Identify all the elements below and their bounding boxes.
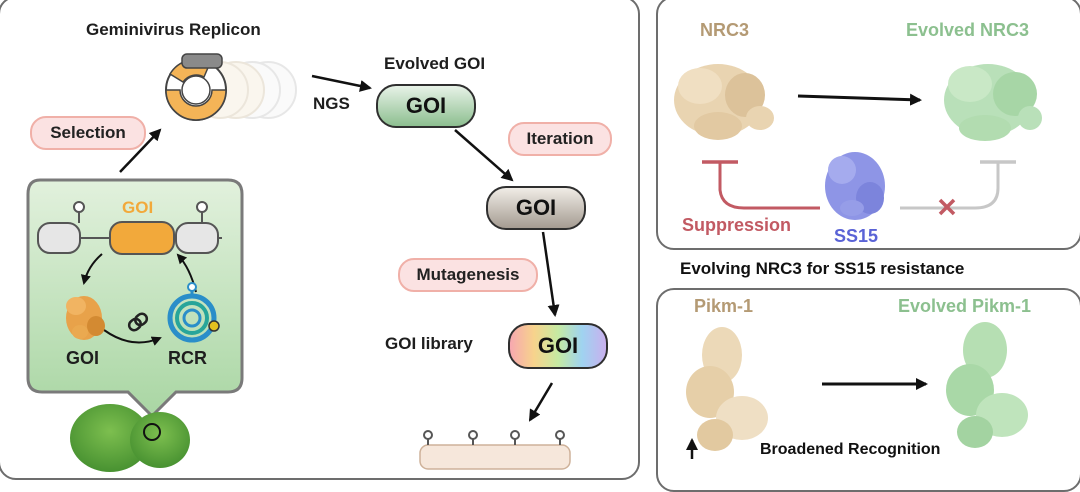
nrc3-label: NRC3 <box>700 20 750 40</box>
iteration-goi-pill: GOI <box>486 186 586 230</box>
nrc3-caption: Evolving NRC3 for SS15 resistance <box>680 259 965 278</box>
evolved-pikm-protein <box>946 322 1028 448</box>
ss15-protein <box>825 152 885 220</box>
mutagenesis-label: Mutagenesis <box>398 258 538 292</box>
broadened-recognition-label: Broadened Recognition <box>760 441 941 458</box>
replicon-stack <box>165 53 297 121</box>
pikm-protein <box>686 327 768 451</box>
nrc3-protein <box>674 64 774 140</box>
inset-goi-protein-label: GOI <box>66 348 100 368</box>
goi-library-pill: GOI <box>508 323 608 369</box>
bottom-right-panel <box>656 288 1080 492</box>
evolved-nrc3-label: Evolved NRC3 <box>906 20 1030 40</box>
blocked-x-icon <box>938 198 956 216</box>
ss15-label: SS15 <box>834 226 879 246</box>
inset-rcr-label: RCR <box>168 348 207 368</box>
top-right-panel <box>656 0 1080 250</box>
iteration-label: Iteration <box>508 122 612 156</box>
replicon-label: Geminivirus Replicon <box>86 20 261 39</box>
evolved-pikm-label: Evolved Pikm-1 <box>898 296 1032 316</box>
rcr-circle <box>167 282 220 343</box>
suppression-label: Suppression <box>682 215 792 235</box>
plant-leaves <box>70 404 190 472</box>
evolved-nrc3-protein <box>944 64 1042 141</box>
pikm-label: Pikm-1 <box>694 296 754 316</box>
goi-library-label: GOI library <box>385 334 473 353</box>
evolved-goi-pill: GOI <box>376 84 476 128</box>
selection-label: Selection <box>30 116 146 150</box>
library-constructs <box>419 430 571 470</box>
chain-link-icon <box>127 312 149 332</box>
left-panel-graphics <box>26 53 1042 472</box>
evolved-goi-label: Evolved GOI <box>384 54 486 73</box>
rcr-inset <box>26 178 244 419</box>
ngs-label: NGS <box>313 94 350 113</box>
inset-goi-construct-label: GOI <box>122 198 154 217</box>
goi-protein-blob <box>66 296 105 340</box>
